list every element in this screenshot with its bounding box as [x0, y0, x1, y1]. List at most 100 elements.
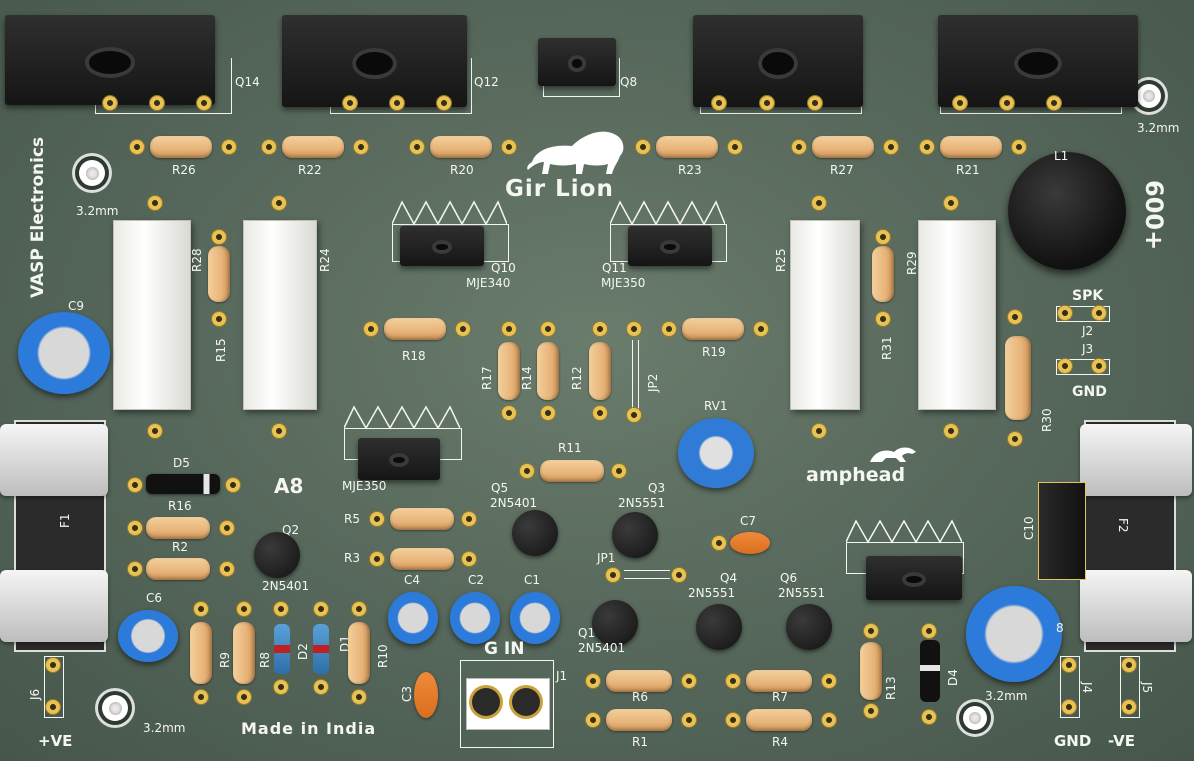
fuse-clip-f2-top	[1080, 424, 1192, 496]
label-rv1: RV1	[704, 399, 728, 413]
resistor-r30	[1005, 336, 1031, 420]
pad	[462, 512, 476, 526]
label-r25: R25	[774, 248, 788, 272]
pad	[364, 322, 378, 336]
connector-j4[interactable]	[1060, 656, 1080, 718]
label-j2: J2	[1082, 324, 1094, 338]
label-r22: R22	[298, 163, 322, 177]
pad	[726, 713, 740, 727]
pad	[920, 140, 934, 154]
label-c4: C4	[404, 573, 421, 587]
label-f2: F2	[1116, 518, 1130, 533]
pad	[502, 406, 516, 420]
resistor-r21	[940, 136, 1002, 158]
pad	[314, 602, 328, 616]
pad	[1012, 140, 1026, 154]
capacitor-c2	[450, 592, 500, 644]
pad	[1008, 432, 1022, 446]
label-q9-part: MJE350	[342, 479, 387, 493]
pad	[593, 406, 607, 420]
pad	[130, 140, 144, 154]
screw-j1-1[interactable]	[472, 688, 500, 716]
heatsink-zigzag-q10	[392, 200, 507, 226]
logo-text: Gir Lion	[505, 176, 614, 202]
resistor-r2	[146, 558, 210, 580]
pad	[864, 704, 878, 718]
power-resistor-left-1	[113, 220, 191, 410]
pad	[627, 322, 641, 336]
transistor-q6	[786, 604, 832, 650]
label-q1: Q1	[578, 626, 596, 640]
pad	[128, 521, 142, 535]
pad	[944, 424, 958, 438]
label-q11: Q11	[602, 261, 627, 275]
label-q11-part: MJE350	[601, 276, 646, 290]
pad	[1122, 700, 1136, 714]
label-d5: D5	[173, 456, 190, 470]
resistor-r27	[812, 136, 874, 158]
heatsink-zigzag-q11	[610, 200, 725, 226]
label-q4: Q4	[720, 571, 738, 585]
pad-q14-1	[103, 96, 117, 110]
label-r28: R28	[190, 248, 204, 272]
label-d4: D4	[946, 669, 960, 686]
pad	[226, 478, 240, 492]
pad	[662, 322, 676, 336]
mount-hole-bottom-right	[963, 706, 987, 730]
skunk-logo-icon	[870, 447, 916, 462]
capacitor-c3	[414, 672, 438, 718]
label-f1: F1	[58, 513, 72, 528]
pad	[262, 140, 276, 154]
transistor-q10	[400, 226, 484, 266]
pad	[212, 312, 226, 326]
label-q8: Q8	[620, 75, 638, 89]
resistor-r31	[872, 246, 894, 302]
jumper-jp1-line	[624, 570, 670, 571]
pad	[220, 521, 234, 535]
label-r7: R7	[772, 690, 788, 704]
fuse-clip-f1-bottom	[0, 570, 108, 642]
label-r12: R12	[570, 366, 584, 390]
model-label: A8	[274, 474, 304, 498]
resistor-r23	[656, 136, 718, 158]
label-r17: R17	[480, 366, 494, 390]
label-q14: Q14	[235, 75, 260, 89]
resistor-r20	[430, 136, 492, 158]
resistor-r6	[606, 670, 672, 692]
label-r1: R1	[632, 735, 648, 749]
connector-j6[interactable]	[44, 656, 64, 718]
pad-q14-2	[150, 96, 164, 110]
label-q4-part: 2N5551	[688, 586, 736, 600]
pad-q16-3	[808, 96, 822, 110]
pad	[822, 713, 836, 727]
diode-d4	[920, 640, 940, 702]
label-r20: R20	[450, 163, 474, 177]
mount-hole-top-left	[79, 160, 105, 186]
resistor-r28	[208, 246, 230, 302]
transistor-q9	[358, 438, 440, 480]
resistor-r8	[233, 622, 255, 684]
label-r29: R29	[905, 251, 919, 275]
label-j5: J5	[1140, 682, 1154, 694]
resistor-r12	[589, 342, 611, 400]
label-r3: R3	[344, 551, 360, 565]
pad	[812, 196, 826, 210]
connector-j1[interactable]	[460, 660, 554, 748]
label-r15: R15	[214, 338, 228, 362]
screw-j1-2[interactable]	[512, 688, 540, 716]
connector-j5[interactable]	[1120, 656, 1140, 718]
label-r2: R2	[172, 540, 188, 554]
pad-q12-2	[390, 96, 404, 110]
pad	[502, 322, 516, 336]
pad	[792, 140, 806, 154]
pad	[370, 552, 384, 566]
capacitor-c7	[730, 532, 770, 554]
jumper-jp2-line	[632, 340, 633, 410]
pad	[352, 690, 366, 704]
pad	[520, 464, 534, 478]
pad-q16-1	[712, 96, 726, 110]
pad	[1092, 359, 1106, 373]
pad	[237, 602, 251, 616]
label-r23: R23	[678, 163, 702, 177]
pad	[1122, 658, 1136, 672]
